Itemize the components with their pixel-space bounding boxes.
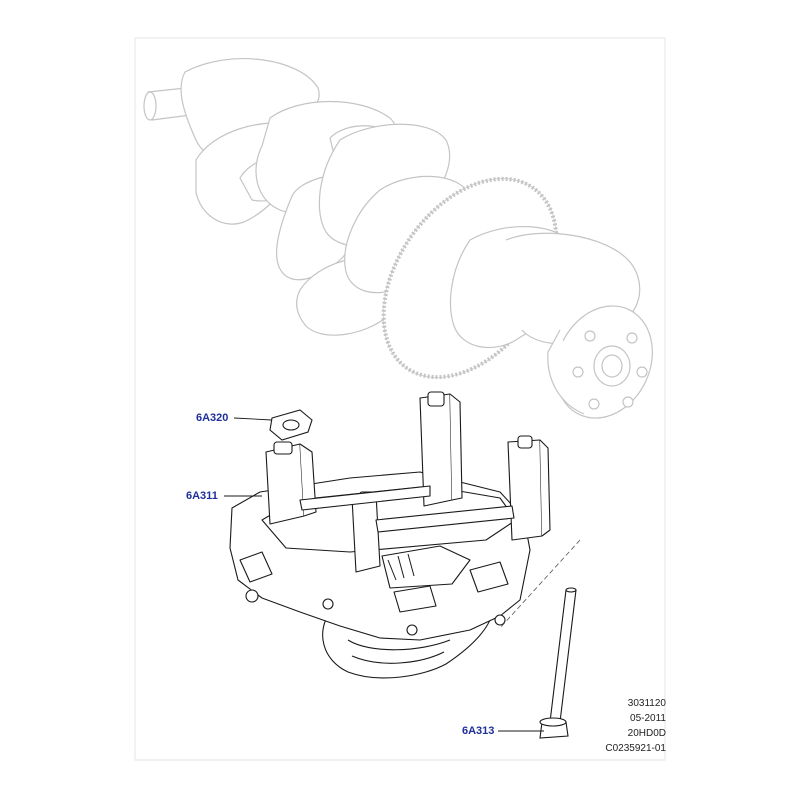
callout-6A311[interactable]: 6A311 (186, 490, 218, 502)
drawing-model-code: 20HD0D (627, 728, 666, 739)
crankshaft-illustration (143, 58, 653, 419)
leader-lines (224, 417, 544, 732)
leader-6A320 (233, 417, 273, 421)
drawing-date: 05-2011 (630, 713, 666, 724)
diagram-frame (134, 37, 666, 761)
bolt-6A313 (539, 587, 577, 739)
bolt-axis-line (499, 539, 581, 629)
callout-6A313[interactable]: 6A313 (462, 725, 495, 737)
gasket-6A320 (269, 409, 313, 441)
drawing-reference: C0235921-01 (605, 743, 666, 754)
callout-6A320[interactable]: 6A320 (196, 412, 229, 424)
balance-shaft-module (229, 391, 551, 679)
drawing-code: 3031120 (627, 698, 666, 709)
